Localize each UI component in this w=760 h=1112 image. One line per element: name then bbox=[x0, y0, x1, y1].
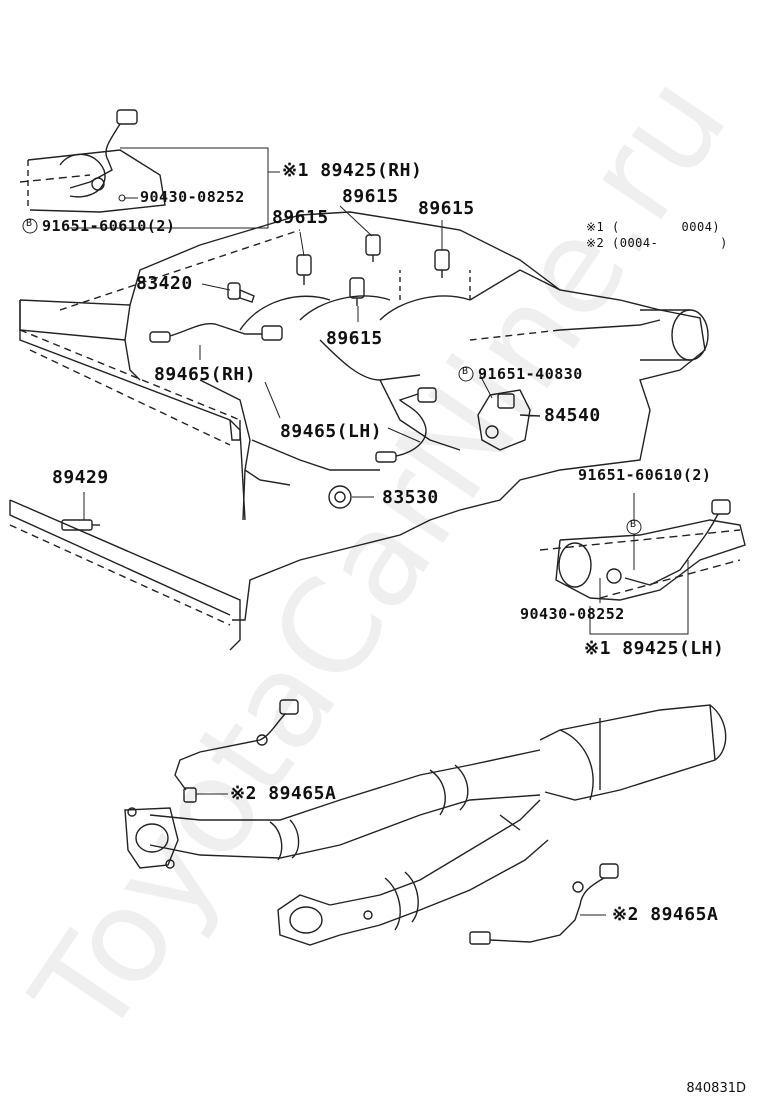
label-83420: 83420 bbox=[136, 273, 193, 294]
label-89465a-left: ※2 89465A bbox=[230, 783, 337, 804]
label-91651-right: 91651-60610(2) bbox=[578, 466, 712, 484]
label-89615-d: 89615 bbox=[326, 328, 383, 349]
label-89429: 89429 bbox=[52, 467, 109, 488]
sensor-89615-d bbox=[350, 278, 364, 306]
label-89465-lh: 89465(LH) bbox=[280, 421, 383, 442]
bolt-markers bbox=[23, 219, 641, 534]
label-89615-a: 89615 bbox=[272, 207, 329, 228]
label-91651-40830: 91651-40830 bbox=[478, 365, 583, 383]
frame-rail bbox=[10, 300, 245, 650]
drawing-code: 840831D bbox=[686, 1081, 746, 1096]
lh-exhaust-manifold bbox=[540, 500, 745, 600]
label-89615-c: 89615 bbox=[418, 198, 475, 219]
sensor-89425-rh bbox=[70, 110, 137, 190]
switch-83530 bbox=[329, 486, 351, 508]
sensor-89465a-left bbox=[175, 700, 298, 802]
label-90430-right: 90430-08252 bbox=[520, 605, 625, 623]
sensor-89465-lh bbox=[376, 388, 436, 462]
exhaust-y-pipe bbox=[125, 705, 726, 945]
note-1: ※1 ( 0004) bbox=[586, 220, 721, 234]
sensor-89465-rh bbox=[150, 324, 282, 342]
sensor-89429 bbox=[62, 520, 100, 530]
label-89615-b: 89615 bbox=[342, 186, 399, 207]
bolt-marker-b-1: B bbox=[26, 218, 33, 229]
sensor-89465a-right bbox=[470, 864, 618, 944]
bolt-marker-b-3: B bbox=[630, 519, 637, 530]
label-91651-top: 91651-60610(2) bbox=[42, 217, 176, 235]
label-89465a-right: ※2 89465A bbox=[612, 904, 719, 925]
sensor-83420 bbox=[228, 283, 254, 302]
label-89425-lh: ※1 89425(LH) bbox=[584, 638, 725, 659]
bolt-marker-b-2: B bbox=[462, 366, 469, 377]
valve-84540 bbox=[478, 390, 540, 450]
engine-block bbox=[20, 212, 708, 620]
rh-exhaust-manifold bbox=[20, 150, 165, 212]
label-83530: 83530 bbox=[382, 487, 439, 508]
sensor-89615-c bbox=[435, 250, 449, 278]
label-89425-rh: ※1 89425(RH) bbox=[282, 160, 423, 181]
label-89465-rh: 89465(RH) bbox=[154, 364, 257, 385]
note-2: ※2 (0004- ) bbox=[586, 236, 728, 250]
label-84540: 84540 bbox=[544, 405, 601, 426]
leader-lines bbox=[68, 148, 688, 915]
sensor-89615-b bbox=[366, 235, 380, 262]
sensor-89615-a bbox=[297, 255, 311, 285]
label-90430-top: 90430-08252 bbox=[140, 188, 245, 206]
